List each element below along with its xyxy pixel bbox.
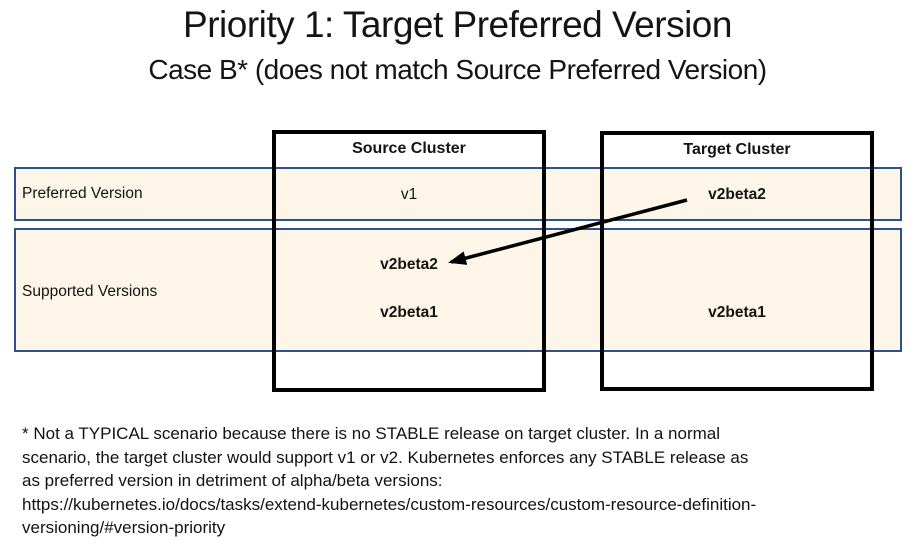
- page-subtitle: Case B* (does not match Source Preferred…: [148, 54, 767, 85]
- target-cluster-box: Target Cluster: [600, 131, 874, 391]
- page-title: Priority 1: Target Preferred Version: [183, 4, 732, 45]
- cell-source-preferred-version: v1: [400, 186, 418, 203]
- cell-target-preferred-version: v2beta2: [708, 186, 766, 203]
- row-label-preferred-version: Preferred Version: [22, 185, 143, 202]
- cell-source-supported-version-2: v2beta1: [380, 304, 438, 321]
- target-cluster-header: Target Cluster: [683, 141, 791, 158]
- footnote-text: * Not a TYPICAL scenario because there i…: [22, 424, 757, 537]
- cell-target-supported-version-1: v2beta1: [708, 304, 766, 321]
- source-cluster-header: Source Cluster: [352, 140, 466, 157]
- cell-source-supported-version-1: v2beta2: [380, 256, 438, 273]
- row-label-supported-versions: Supported Versions: [22, 283, 158, 300]
